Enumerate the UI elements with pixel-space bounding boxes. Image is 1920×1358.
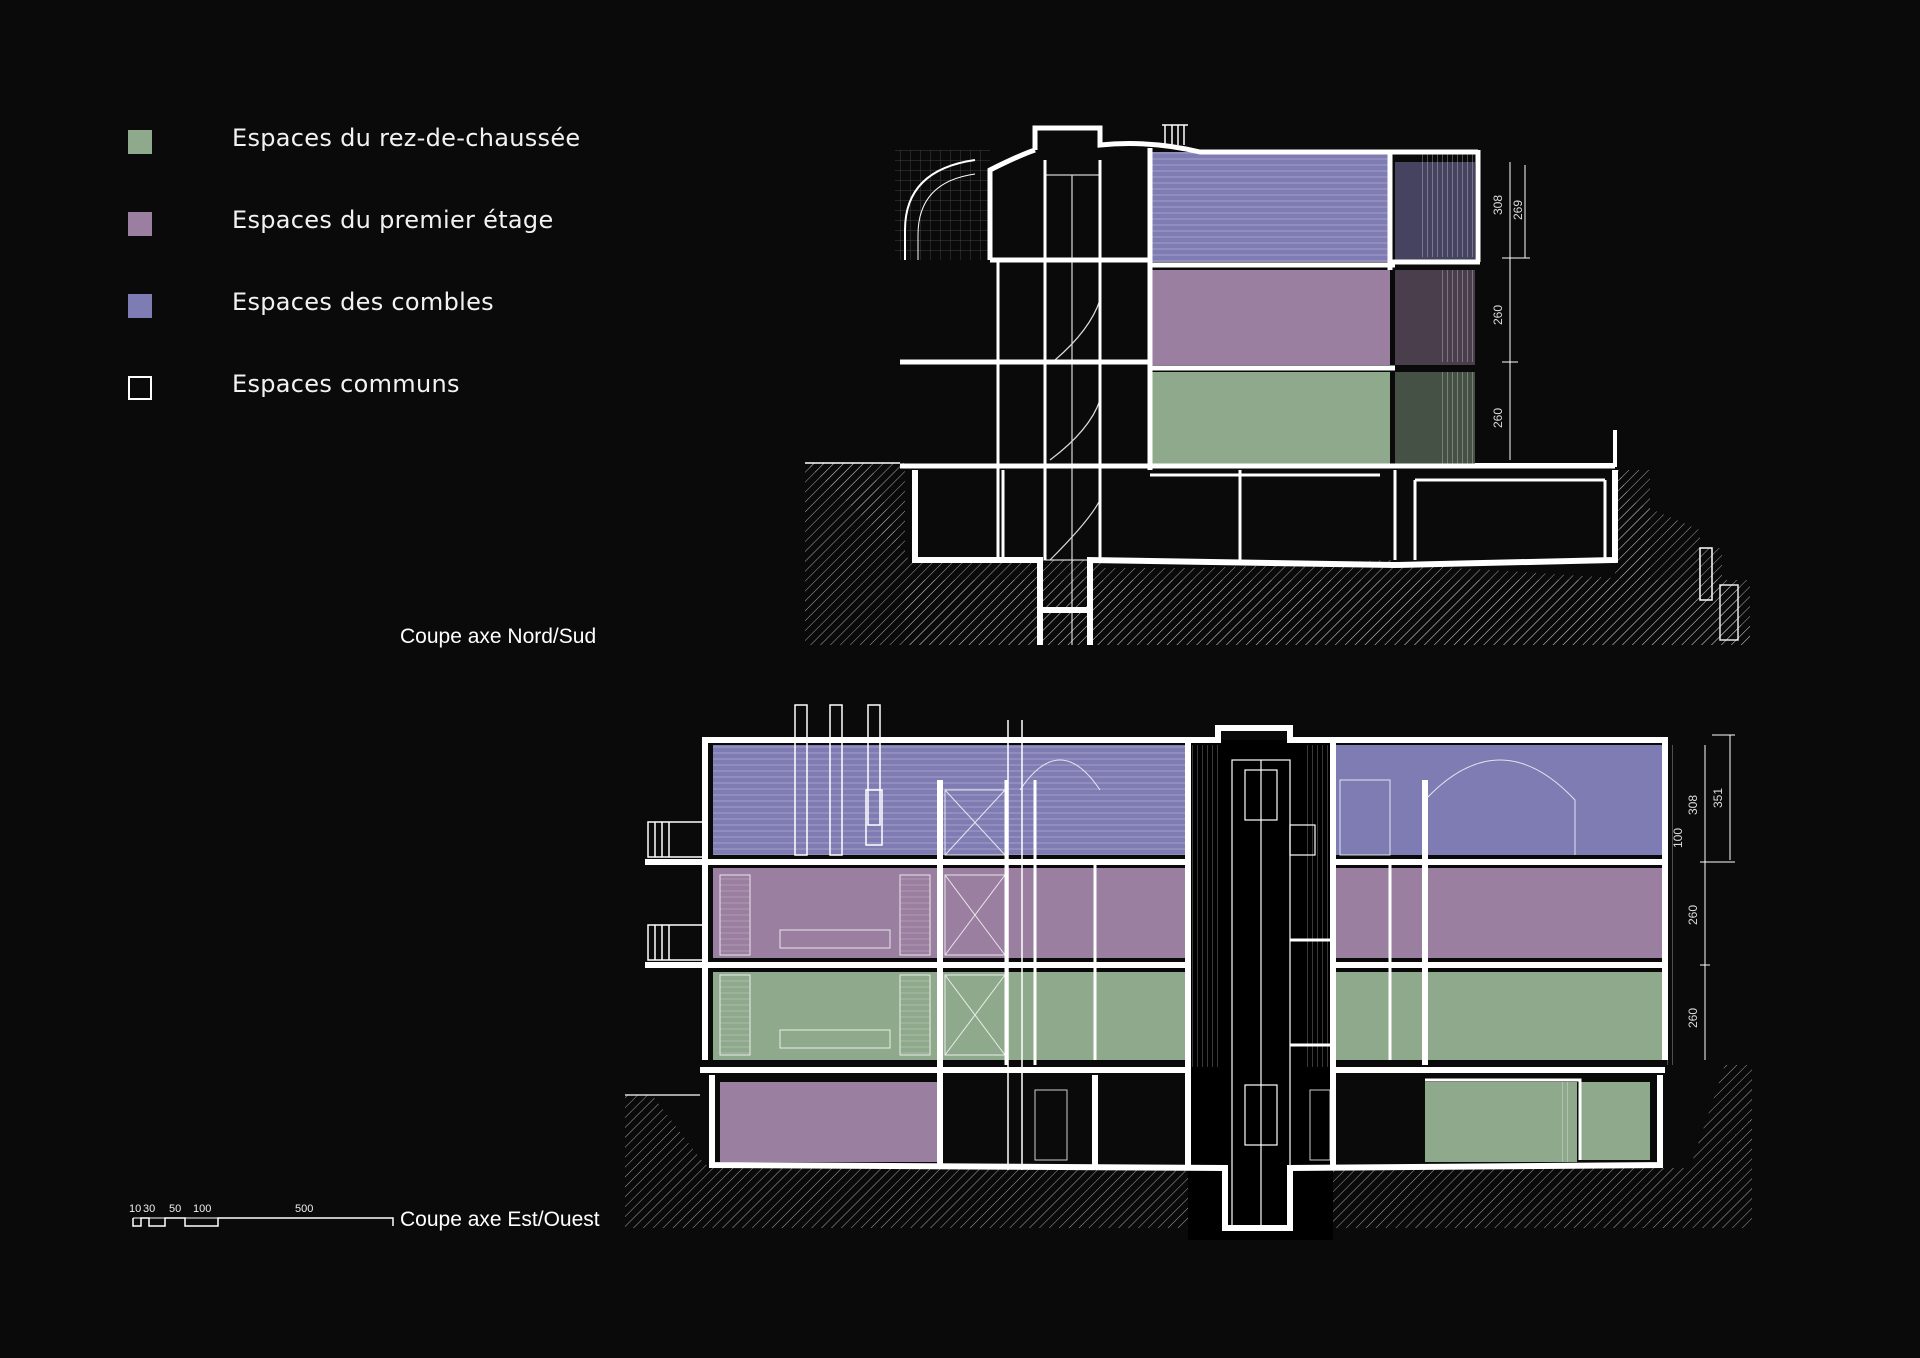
section-north-south (805, 124, 1750, 645)
ns-dimensions: 308 269 260 260 (1491, 195, 1525, 428)
caption-east-west: Coupe axe Est/Ouest (400, 1208, 600, 1231)
section-east-west (625, 704, 1752, 1240)
ns-ground-floor-zone (1150, 372, 1390, 464)
ns-first-floor-zone (1150, 270, 1390, 365)
legend-swatch-first-floor (128, 212, 152, 236)
ew-dim-attic-inner: 308 (1686, 795, 1700, 815)
legend-label-first-floor: Espaces du premier étage (232, 206, 554, 234)
ew-ground-floor-zone-left (713, 972, 1188, 1060)
caption-north-south: Coupe axe Nord/Sud (400, 625, 597, 648)
ns-dim-ground: 260 (1491, 408, 1505, 428)
scale-tick-100: 100 (193, 1203, 211, 1215)
legend-item-attic: Espaces des combles (128, 282, 728, 322)
ew-dim-ground: 260 (1686, 1008, 1700, 1028)
ns-dim-attic-outer: 308 (1491, 195, 1505, 215)
legend-label-ground-floor: Espaces du rez-de-chaussée (232, 124, 581, 152)
scale-tick-30: 30 (143, 1203, 155, 1215)
ew-basement-ground-floor-zone (1425, 1082, 1577, 1162)
legend-swatch-ground-floor (128, 130, 152, 154)
ew-dim-attic-outer: 351 (1711, 788, 1725, 808)
ew-ground-floor-zone-right (1333, 972, 1665, 1060)
ew-dimensions: 308 351 100 260 260 (1671, 788, 1725, 1028)
ew-attic-zone-right (1333, 745, 1665, 855)
scale-tick-10: 10 (129, 1203, 141, 1215)
scale-tick-500: 500 (295, 1203, 313, 1215)
legend-swatch-attic (128, 294, 152, 318)
scale-bar: 10 30 50 100 500 (129, 1203, 394, 1227)
ew-basement-first-floor-zone (720, 1082, 938, 1162)
legend-item-first-floor: Espaces du premier étage (128, 200, 728, 240)
ns-dim-attic-inner: 269 (1511, 200, 1525, 220)
ew-dim-parapet: 100 (1671, 828, 1685, 848)
legend-swatch-common (128, 376, 152, 400)
legend-item-common: Espaces communs (128, 364, 728, 404)
legend-label-attic: Espaces des combles (232, 288, 494, 316)
legend-item-ground-floor: Espaces du rez-de-chaussée (128, 118, 728, 158)
scale-tick-50: 50 (169, 1203, 181, 1215)
ew-first-floor-zone-right (1333, 868, 1665, 958)
ns-dim-first: 260 (1491, 305, 1505, 325)
ew-ground-hatch (625, 1065, 1752, 1228)
ew-dim-first: 260 (1686, 905, 1700, 925)
legend-label-common: Espaces communs (232, 370, 460, 398)
